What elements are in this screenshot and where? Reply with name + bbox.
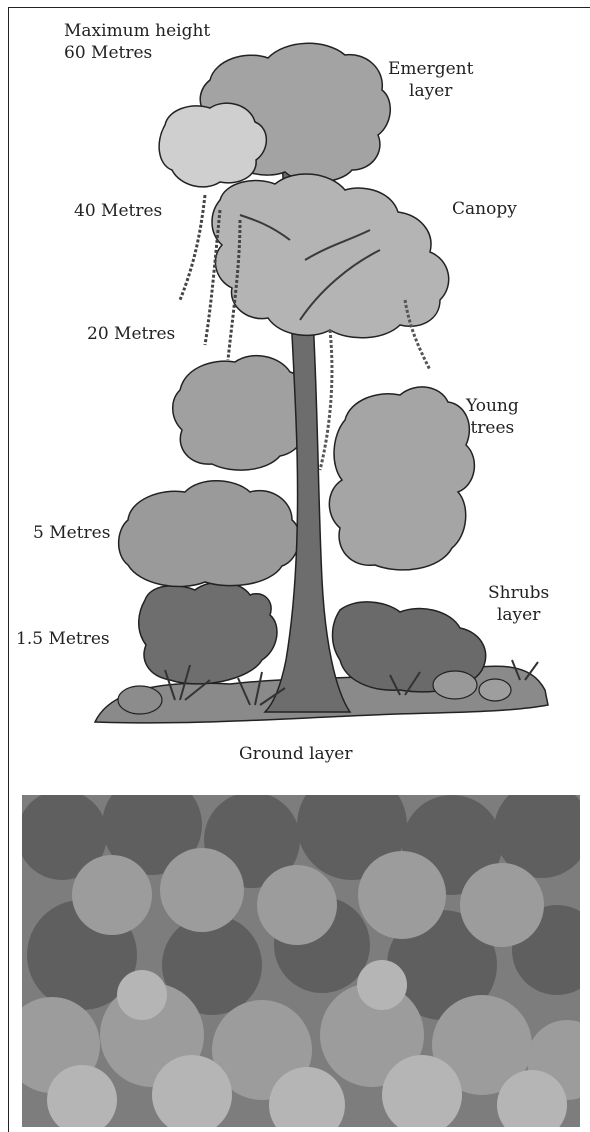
label-young-trees: Young trees bbox=[466, 395, 519, 439]
ground-rock bbox=[479, 679, 511, 701]
label-ground-layer: Ground layer bbox=[239, 743, 353, 765]
label-1-5-metres: 1.5 Metres bbox=[16, 628, 110, 650]
rainforest-layers-illustration bbox=[0, 0, 590, 780]
label-40-metres: 40 Metres bbox=[74, 200, 162, 222]
label-emergent-layer: Emergent layer bbox=[388, 58, 473, 102]
young-trees-foliage bbox=[329, 387, 474, 570]
forest-canopy-photo bbox=[22, 795, 580, 1127]
shrub-left bbox=[139, 582, 277, 684]
label-20-metres: 20 Metres bbox=[87, 323, 175, 345]
ground-rock bbox=[118, 686, 162, 714]
understory-foliage-left bbox=[119, 481, 300, 587]
midstory-foliage-left bbox=[173, 356, 308, 470]
label-shrubs-layer: Shrubs layer bbox=[488, 582, 549, 626]
label-canopy: Canopy bbox=[452, 198, 517, 220]
label-5-metres: 5 Metres bbox=[33, 522, 110, 544]
ground-rock bbox=[433, 671, 477, 699]
emergent-crown-left bbox=[159, 103, 266, 187]
canopy-crown bbox=[212, 174, 449, 338]
label-maximum-height: Maximum height 60 Metres bbox=[64, 20, 210, 64]
